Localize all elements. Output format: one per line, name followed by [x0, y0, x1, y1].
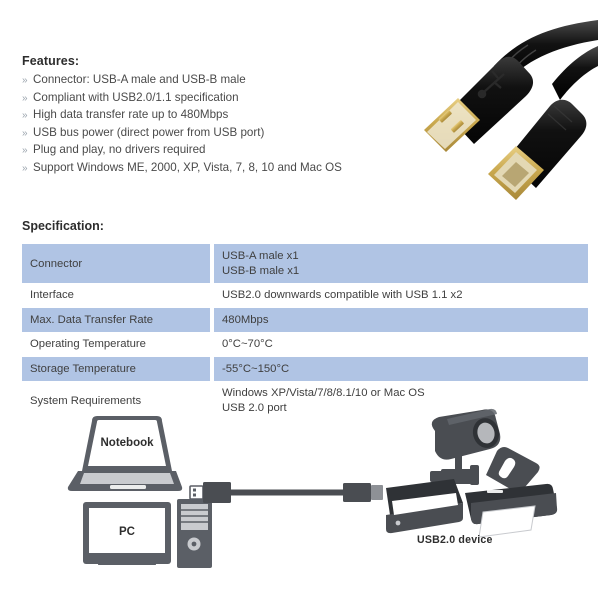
- feature-item: » Support Windows ME, 2000, XP, Vista, 7…: [22, 160, 392, 178]
- column-divider: [210, 356, 214, 381]
- spec-value-line: -55°C~150°C: [222, 362, 290, 375]
- usb-b-connector: [488, 99, 587, 200]
- spec-label: Connector: [22, 244, 210, 283]
- bullet-marker-icon: »: [22, 127, 28, 139]
- desktop-tower-icon: [177, 499, 212, 568]
- feature-item: » USB bus power (direct power from USB p…: [22, 125, 392, 143]
- usb-a-connector: [424, 56, 534, 152]
- spec-label: Max. Data Transfer Rate: [22, 307, 210, 332]
- spec-value: Windows XP/Vista/7/8/8.1/10 or Mac OS US…: [214, 381, 588, 420]
- feature-item: » Connector: USB-A male and USB-B male: [22, 72, 392, 90]
- table-row: Connector USB-A male x1 USB-B male x1: [22, 244, 588, 283]
- column-divider: [210, 244, 214, 283]
- bullet-marker-icon: »: [22, 162, 28, 174]
- spec-label: Operating Temperature: [22, 332, 210, 357]
- usb-a-plug-icon: [189, 482, 231, 503]
- column-divider: [210, 283, 214, 308]
- table-row: Storage Temperature -55°C~150°C: [22, 356, 588, 381]
- spec-value-line: USB-A male x1: [222, 250, 299, 262]
- table-row: Max. Data Transfer Rate 480Mbps: [22, 307, 588, 332]
- usb-a-contacts: [438, 110, 464, 133]
- laptop-icon: [67, 416, 183, 491]
- spec-value-line: USB-B male x1: [222, 264, 300, 277]
- printer-icon: [465, 447, 558, 538]
- features-heading: Features:: [22, 54, 80, 68]
- spec-value-line: Windows XP/Vista/7/8/8.1/10 or Mac OS: [222, 387, 425, 399]
- usb-cable-icon: [189, 482, 383, 503]
- spec-value: USB2.0 downwards compatible with USB 1.1…: [214, 283, 588, 308]
- column-divider: [210, 332, 214, 357]
- column-divider: [210, 381, 214, 420]
- notebook-label: Notebook: [100, 437, 154, 449]
- diagram-canvas: Notebook PC: [67, 408, 558, 568]
- spec-label: System Requirements: [22, 381, 210, 420]
- feature-item-text: USB bus power (direct power from USB por…: [33, 125, 265, 139]
- spec-value-line: 0°C~70°C: [222, 338, 273, 350]
- spec-value: USB-A male x1 USB-B male x1: [214, 244, 588, 283]
- feature-item-text: High data transfer rate up to 480Mbps: [33, 108, 229, 122]
- monitor-icon: [83, 502, 171, 565]
- specification-heading: Specification:: [22, 219, 104, 233]
- bullet-marker-icon: »: [22, 145, 28, 157]
- feature-item-text: Support Windows ME, 2000, XP, Vista, 7, …: [33, 160, 342, 174]
- specification-table: Connector USB-A male x1 USB-B male x1 In…: [22, 244, 588, 420]
- scanner-icon: [386, 479, 463, 534]
- feature-item-text: Plug and play, no drivers required: [33, 143, 206, 157]
- usb-b-plug-icon: [343, 483, 383, 502]
- product-photo: [402, 18, 598, 210]
- features-section: Features: » Connector: USB-A male and US…: [22, 54, 392, 178]
- pc-label: PC: [119, 526, 135, 538]
- feature-item: » Compliant with USB2.0/1.1 specificatio…: [22, 90, 392, 108]
- spec-label: Storage Temperature: [22, 356, 210, 381]
- table-row: Interface USB2.0 downwards compatible wi…: [22, 283, 588, 308]
- spec-value-line: USB2.0 downwards compatible with USB 1.1…: [222, 289, 463, 301]
- spec-value-line: USB 2.0 port: [222, 401, 287, 414]
- table-row: Operating Temperature 0°C~70°C: [22, 332, 588, 357]
- cable-cord-b: [552, 46, 598, 100]
- feature-item: » Plug and play, no drivers required: [22, 142, 392, 160]
- feature-item-text: Compliant with USB2.0/1.1 specification: [33, 90, 239, 104]
- bullet-marker-icon: »: [22, 75, 28, 86]
- bullet-marker-icon: »: [22, 110, 28, 122]
- bullet-marker-icon: »: [22, 92, 28, 104]
- feature-item-text: Connector: USB-A male and USB-B male: [33, 73, 246, 86]
- spec-value-line: 480Mbps: [222, 313, 269, 326]
- spec-value: 480Mbps: [214, 307, 588, 332]
- security-camera-icon: [430, 408, 501, 485]
- connection-diagram: Notebook PC: [0, 405, 600, 575]
- spec-label: Interface: [22, 283, 210, 308]
- table-row: System Requirements Windows XP/Vista/7/8…: [22, 381, 588, 420]
- spec-value: 0°C~70°C: [214, 332, 588, 357]
- column-divider: [210, 307, 214, 332]
- spec-value: -55°C~150°C: [214, 356, 588, 381]
- usb-trident-emboss: [477, 70, 505, 99]
- feature-item: » High data transfer rate up to 480Mbps: [22, 107, 392, 125]
- usb-device-caption: USB2.0 device: [417, 534, 493, 546]
- usb-cable-product-image: [424, 20, 598, 200]
